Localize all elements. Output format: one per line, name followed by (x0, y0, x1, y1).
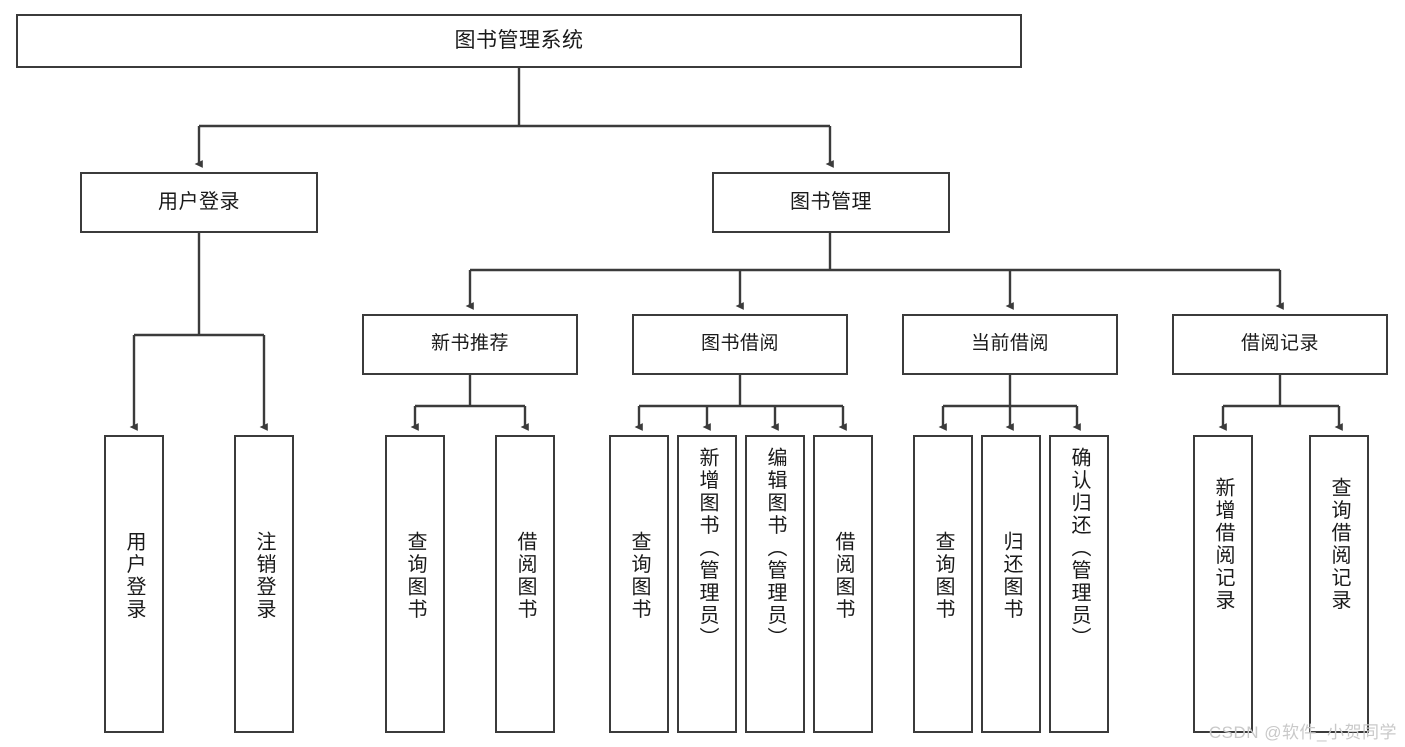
leaf-current-borrow-return[interactable]: 归还图书 (981, 435, 1041, 733)
leaf-current-borrow-query-label: 查询图书 (932, 531, 954, 621)
node-root-system[interactable]: 图书管理系统 (16, 14, 1022, 68)
leaf-user-login-signin[interactable]: 用户登录 (104, 435, 164, 733)
leaf-book-borrow-query-label: 查询图书 (628, 531, 650, 621)
leaf-book-borrow-add-label: 新增图书（管理员） (696, 447, 718, 650)
leaf-borrow-record-add[interactable]: 新增借阅记录 (1193, 435, 1253, 733)
leaf-user-login-signout-label: 注销登录 (253, 531, 275, 621)
node-book-borrow-label: 图书借阅 (700, 333, 779, 355)
node-borrow-record[interactable]: 借阅记录 (1172, 314, 1388, 375)
node-book-management-label: 图书管理 (790, 190, 872, 213)
leaf-book-borrow-add[interactable]: 新增图书（管理员） (677, 435, 737, 733)
node-new-book-recommend[interactable]: 新书推荐 (362, 314, 578, 375)
leaf-current-borrow-confirm-label: 确认归还（管理员） (1068, 447, 1090, 650)
leaf-borrow-record-query[interactable]: 查询借阅记录 (1309, 435, 1369, 733)
node-current-borrow[interactable]: 当前借阅 (902, 314, 1118, 375)
leaf-book-borrow-borrow[interactable]: 借阅图书 (813, 435, 873, 733)
node-new-book-recommend-label: 新书推荐 (430, 333, 509, 355)
leaf-borrow-record-query-label: 查询借阅记录 (1328, 477, 1350, 612)
leaf-borrow-record-add-label: 新增借阅记录 (1212, 477, 1234, 612)
node-user-login[interactable]: 用户登录 (80, 172, 318, 233)
leaf-new-book-borrow-label: 借阅图书 (514, 531, 536, 621)
leaf-new-book-borrow[interactable]: 借阅图书 (495, 435, 555, 733)
leaf-current-borrow-return-label: 归还图书 (1000, 531, 1022, 621)
node-book-management[interactable]: 图书管理 (712, 172, 950, 233)
node-user-login-label: 用户登录 (158, 190, 240, 213)
node-book-borrow[interactable]: 图书借阅 (632, 314, 848, 375)
leaf-book-borrow-query[interactable]: 查询图书 (609, 435, 669, 733)
leaf-user-login-signin-label: 用户登录 (123, 531, 145, 621)
leaf-book-borrow-edit-label: 编辑图书（管理员） (764, 447, 786, 650)
leaf-current-borrow-confirm[interactable]: 确认归还（管理员） (1049, 435, 1109, 733)
node-root-system-label: 图书管理系统 (454, 28, 584, 52)
leaf-current-borrow-query[interactable]: 查询图书 (913, 435, 973, 733)
leaf-new-book-query-label: 查询图书 (404, 531, 426, 621)
leaf-new-book-query[interactable]: 查询图书 (385, 435, 445, 733)
leaf-book-borrow-borrow-label: 借阅图书 (832, 531, 854, 621)
node-borrow-record-label: 借阅记录 (1240, 333, 1319, 355)
leaf-book-borrow-edit[interactable]: 编辑图书（管理员） (745, 435, 805, 733)
leaf-user-login-signout[interactable]: 注销登录 (234, 435, 294, 733)
csdn-watermark: CSDN @软件_小贺同学 (1208, 723, 1397, 742)
node-current-borrow-label: 当前借阅 (970, 333, 1049, 355)
